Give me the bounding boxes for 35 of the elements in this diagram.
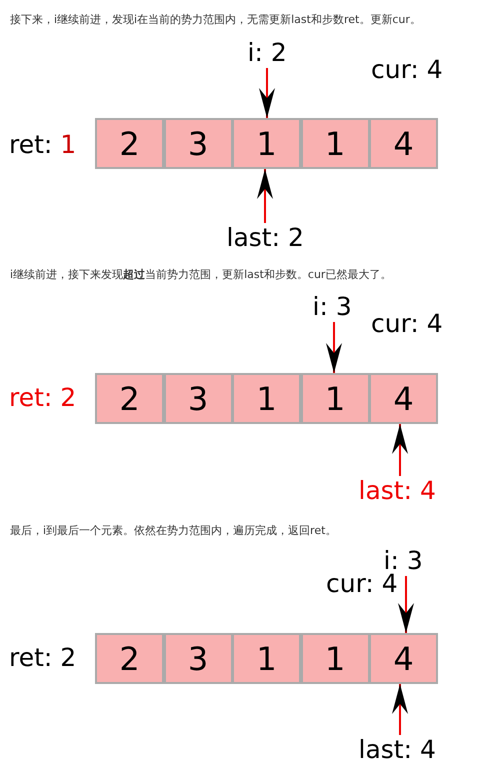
pointer-arrow — [392, 684, 408, 735]
array-cell: 1 — [300, 118, 370, 169]
array-cell: 2 — [95, 373, 164, 424]
array-cell: 1 — [232, 118, 301, 169]
variable-label: cur: 4 — [371, 55, 443, 85]
array-cell: 1 — [232, 373, 301, 424]
variable-label: ret: 2 — [9, 383, 76, 413]
variable-label: ret: 2 — [9, 643, 76, 673]
variable-label: cur: 4 — [326, 569, 398, 599]
array-cell: 1 — [232, 633, 301, 684]
step-description: i继续前进，接下来发现超过当前势力范围，更新last和步数。cur已然最大了。 — [10, 267, 392, 282]
pointer-label: i: 3 — [312, 292, 352, 322]
variable-label: cur: 4 — [371, 309, 443, 339]
pointer-label: last: 4 — [358, 476, 436, 506]
pointer-arrow — [257, 169, 273, 223]
step-description: 最后，i到最后一个元素。依然在势力范围内，遍历完成，返回ret。 — [10, 523, 336, 538]
pointer-label: last: 2 — [226, 223, 304, 253]
array-cell: 2 — [95, 633, 164, 684]
pointer-arrow — [392, 424, 408, 476]
variable-label: ret: 1 — [9, 130, 76, 160]
array-cell: 1 — [300, 633, 370, 684]
pointer-label: i: 2 — [248, 38, 287, 68]
pointer-arrow — [398, 576, 414, 633]
array-cell: 1 — [300, 373, 370, 424]
array-cell: 2 — [95, 118, 164, 169]
pointer-arrow — [259, 68, 275, 118]
array-cell: 4 — [369, 118, 438, 169]
step-description: 接下来，i继续前进，发现i在当前的势力范围内，无需更新last和步数ret。更新cur。 — [10, 12, 421, 27]
pointer-arrow — [326, 322, 342, 373]
pointer-label: last: 4 — [358, 735, 436, 765]
array-cell: 3 — [164, 633, 232, 684]
array-cell: 3 — [164, 118, 232, 169]
array-cell: 4 — [369, 633, 438, 684]
array-cell: 4 — [369, 373, 438, 424]
array-cell: 3 — [164, 373, 232, 424]
